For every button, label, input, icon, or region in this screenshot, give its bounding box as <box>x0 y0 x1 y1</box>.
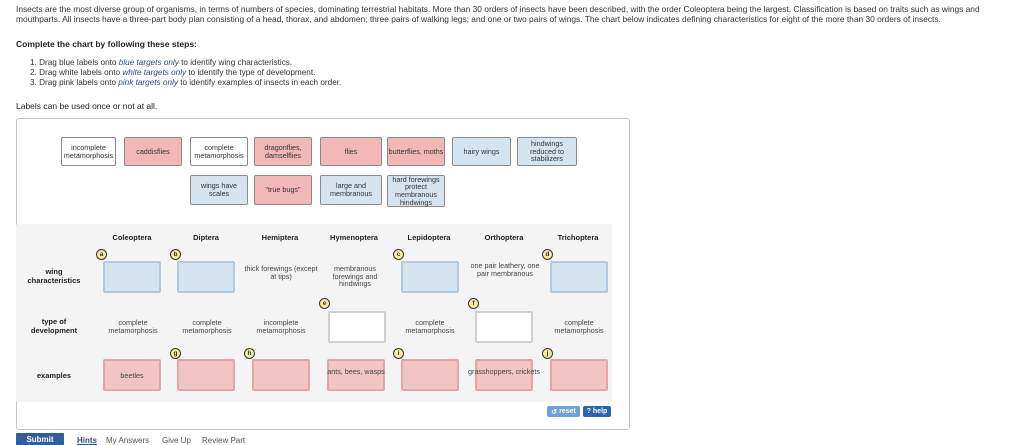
label-large-and-membranous[interactable]: large and membranous <box>320 175 382 205</box>
row-header-examples: examples <box>36 371 72 380</box>
column-header-hymenoptera: Hymenoptera <box>330 233 378 242</box>
marker-e: e <box>319 298 330 309</box>
reset-button[interactable]: ↺reset <box>547 406 580 417</box>
marker-i: i <box>393 348 404 359</box>
target-lepidoptera-examples[interactable] <box>401 359 459 391</box>
target-trichoptera-examples[interactable] <box>550 359 608 391</box>
step-1: 1. Drag blue labels onto blue targets on… <box>30 58 293 67</box>
marker-b: b <box>170 249 181 260</box>
cell-hemiptera-wing: thick forewings (except at tips) <box>244 264 318 281</box>
marker-c: c <box>393 249 404 260</box>
marker-f: f <box>468 298 479 309</box>
submit-button[interactable]: Submit <box>16 433 64 445</box>
target-diptera-wing[interactable] <box>177 261 235 293</box>
target-hemiptera-examples[interactable] <box>252 359 310 391</box>
column-header-trichoptera: Trichoptera <box>557 233 599 242</box>
reuse-note: Labels can be used once or not at all. <box>16 101 158 111</box>
marker-g: g <box>170 348 181 359</box>
reset-icon: ↺ <box>551 408 558 416</box>
target-trichoptera-wing[interactable] <box>550 261 608 293</box>
label-hard-forewings[interactable]: hard forewings protect membranous hindwi… <box>387 175 445 207</box>
my-answers-link[interactable]: My Answers <box>106 436 150 445</box>
cell-orthoptera-examples: grasshoppers, crickets <box>468 367 540 376</box>
marker-j: j <box>542 348 553 359</box>
cell-hemiptera-development: incomplete metamorphosis <box>256 318 306 335</box>
row-header-type-of-development: type of development <box>30 317 78 335</box>
marker-d: d <box>542 249 553 260</box>
steps-title: Complete the chart by following these st… <box>16 39 197 49</box>
cell-orthoptera-wing: one pair leathery, one pair membranous <box>470 261 540 278</box>
cell-trichoptera-development: complete metamorphosis <box>554 318 604 335</box>
label-complete-metamorphosis[interactable]: complete metamorphosis <box>190 137 248 166</box>
example-hymenoptera-tile <box>327 359 385 391</box>
intro-paragraph: Insects are the most diverse group of or… <box>16 4 980 24</box>
column-header-diptera: Diptera <box>193 233 219 242</box>
marker-a: a <box>96 249 107 260</box>
label-butterflies-moths[interactable]: butterflies, moths <box>387 137 445 166</box>
label-true-bugs[interactable]: "true bugs" <box>254 175 312 205</box>
cell-diptera-development: complete metamorphosis <box>182 318 232 335</box>
review-part-link[interactable]: Review Part <box>202 436 246 445</box>
cell-coleoptera-development: complete metamorphosis <box>108 318 158 335</box>
step-2: 2. Drag white labels onto white targets … <box>30 68 316 77</box>
example-orthoptera-tile <box>475 359 533 391</box>
target-hymenoptera-development[interactable] <box>328 311 386 343</box>
hints-link[interactable]: Hints <box>77 436 97 445</box>
label-flies[interactable]: flies <box>320 137 382 166</box>
step-3: 3. Drag pink labels onto pink targets on… <box>30 78 342 87</box>
label-hairy-wings[interactable]: hairy wings <box>452 137 511 166</box>
target-coleoptera-wing[interactable] <box>103 261 161 293</box>
example-coleoptera-tile <box>103 359 161 391</box>
label-caddisflies[interactable]: caddisflies <box>124 137 182 166</box>
target-orthoptera-development[interactable] <box>475 311 533 343</box>
row-header-wing-characteristics: wing characteristics <box>27 267 81 285</box>
cell-coleoptera-examples: beetles <box>120 371 144 380</box>
label-wings-have-scales[interactable]: wings have scales <box>190 175 248 205</box>
column-header-hemiptera: Hemiptera <box>261 233 299 242</box>
give-up-link[interactable]: Give Up <box>162 436 191 445</box>
target-lepidoptera-wing[interactable] <box>401 261 459 293</box>
marker-h: h <box>244 348 255 359</box>
label-hindwings-reduced[interactable]: hindwings reduced to stabilizers <box>517 137 577 166</box>
label-dragonflies-damselflies[interactable]: dragonflies, damselflies <box>254 137 312 166</box>
column-header-coleoptera: Coleoptera <box>112 233 152 242</box>
cell-hymenoptera-examples: ants, bees, wasps <box>327 367 385 376</box>
cell-lepidoptera-development: complete metamorphosis <box>405 318 455 335</box>
steps-list: 1. Drag blue labels onto blue targets on… <box>30 58 341 88</box>
help-button[interactable]: ? help <box>583 406 611 417</box>
label-incomplete-metamorphosis[interactable]: incomplete metamorphosis <box>61 137 116 166</box>
column-header-orthoptera: Orthoptera <box>484 233 524 242</box>
target-diptera-examples[interactable] <box>177 359 235 391</box>
column-header-lepidoptera: Lepidoptera <box>407 233 451 242</box>
cell-hymenoptera-wing: membranous forewings and hindwings <box>332 264 378 289</box>
